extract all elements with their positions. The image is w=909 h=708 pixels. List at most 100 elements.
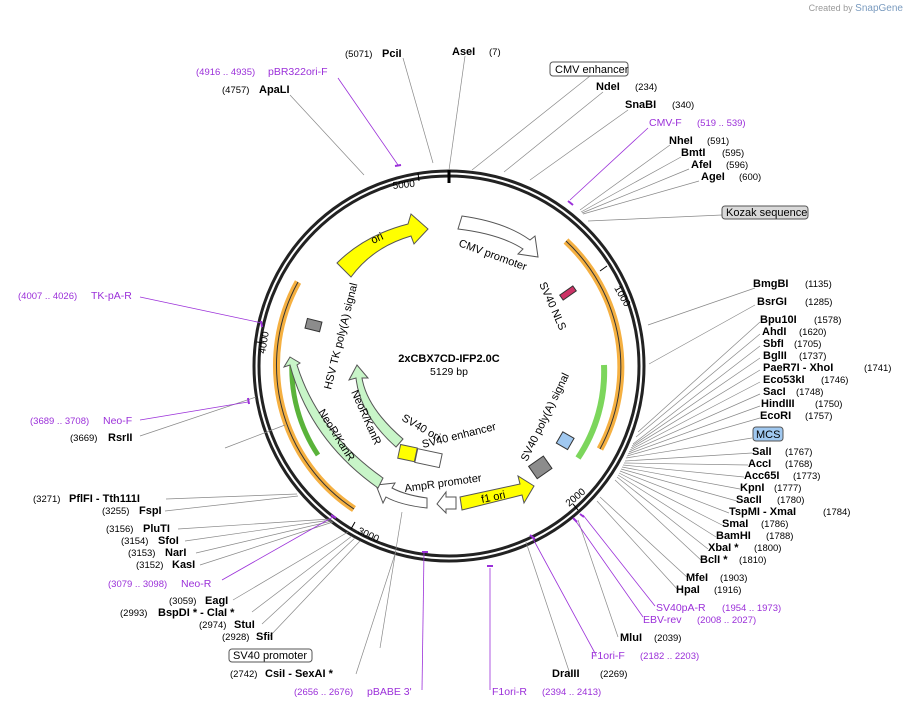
enzyme-sali: SalI — [752, 446, 772, 458]
svg-text:(7): (7) — [489, 47, 501, 58]
enzyme-pluti: PluTI — [143, 523, 170, 535]
svg-text:(1768): (1768) — [785, 459, 812, 470]
svg-text:(3154): (3154) — [121, 536, 148, 547]
enzyme-rsrii: RsrII — [108, 432, 132, 444]
enzyme-sacii: SacII — [736, 494, 762, 506]
enzyme-sbfi: SbfI — [763, 338, 784, 350]
svg-text:(1773): (1773) — [793, 471, 820, 482]
snapgene-credit: Created by SnapGene — [808, 3, 903, 14]
enzyme-hindiii: HindIII — [761, 398, 795, 410]
feature-label-sv40-promoter: SV40 promoter — [228, 648, 313, 663]
enzyme-afei: AfeI — [691, 159, 712, 171]
svg-text:(4916 .. 4935): (4916 .. 4935) — [196, 67, 255, 78]
svg-text:(2182 .. 2203): (2182 .. 2203) — [640, 651, 699, 662]
enzyme-bglii: BglII — [763, 350, 787, 362]
svg-text:(595): (595) — [722, 148, 744, 159]
enzyme-eco53ki: Eco53kI — [763, 374, 805, 386]
enzyme-csii-sexai: CsiI - SexAI * — [265, 668, 334, 680]
svg-text:(3152): (3152) — [136, 560, 163, 571]
feature-label-mcs: MCS — [752, 426, 784, 442]
enzyme-mfei: MfeI — [686, 572, 708, 584]
enzyme-bmgbi: BmgBI — [753, 278, 788, 290]
snapgene-logo: SnapGene — [855, 3, 903, 14]
svg-text:(1578): (1578) — [814, 315, 841, 326]
enzyme-apali: ApaLI — [259, 84, 290, 96]
sv40-ori-feature — [397, 443, 418, 463]
enzyme-ecori: EcoRI — [760, 410, 791, 422]
enzyme-bamhi: BamHI — [716, 530, 751, 542]
sv40-enhancer-feature — [414, 448, 443, 469]
orange-feature-cds-line — [565, 240, 622, 450]
svg-text:MCS: MCS — [756, 429, 780, 441]
primer-f1ori-r: F1ori-R — [492, 686, 527, 698]
plasmid-size: 5129 bp — [430, 366, 468, 378]
svg-text:(4757): (4757) — [222, 85, 249, 96]
primer-leader-lines — [139, 77, 656, 691]
svg-text:(2039): (2039) — [654, 633, 681, 644]
enzyme-stui: StuI — [234, 619, 255, 631]
svg-text:(1620): (1620) — [799, 327, 826, 338]
enzyme-ahdi: AhdI — [762, 326, 786, 338]
enzyme-kpni: KpnI — [740, 482, 764, 494]
enzyme-pcii: PciI — [382, 48, 402, 60]
enzyme-draiii: DraIII — [552, 668, 580, 680]
enzyme-agei: AgeI — [701, 171, 725, 183]
feature-label-cmv-enhancer: CMV enhancer — [549, 61, 629, 77]
svg-text:4000: 4000 — [257, 330, 272, 354]
svg-text:(4007 .. 4026): (4007 .. 4026) — [18, 291, 77, 302]
enzyme-hpai: HpaI — [676, 584, 700, 596]
cmv-promoter-feature — [457, 215, 539, 258]
primer-sv40pa-r: SV40pA-R — [656, 602, 706, 614]
svg-text:(600): (600) — [739, 172, 761, 183]
enzyme-nhei: NheI — [669, 135, 693, 147]
svg-text:(5071): (5071) — [345, 49, 372, 60]
svg-text:(1748): (1748) — [796, 387, 823, 398]
tick-4000: 4000 — [256, 330, 272, 355]
sv40-polya-label: SV40 poly(A) signal — [519, 371, 572, 463]
primer-cmv-f: CMV-F — [649, 117, 682, 129]
svg-text:(591): (591) — [707, 136, 729, 147]
svg-text:(2008 .. 2027): (2008 .. 2027) — [697, 615, 756, 626]
neokan-inner-feature — [348, 364, 404, 448]
ampr-promoter-feature — [436, 490, 457, 515]
primer-ebv-rev: EBV-rev — [643, 614, 682, 626]
primer-neo-f: Neo-F — [103, 415, 132, 427]
svg-text:(1741): (1741) — [864, 363, 891, 374]
svg-text:(1800): (1800) — [754, 543, 781, 554]
primer-pbr322ori-f: pBR322ori-F — [268, 66, 328, 78]
svg-text:(1777): (1777) — [774, 483, 801, 494]
orange-feature-left-line — [275, 281, 355, 510]
svg-text:(3079 .. 3098): (3079 .. 3098) — [108, 579, 167, 590]
green-feature-right — [575, 364, 608, 460]
ampr-arrow-feature — [375, 482, 428, 509]
svg-text:(1954 .. 1973): (1954 .. 1973) — [722, 603, 781, 614]
enzyme-paer7i-xhoi: PaeR7I - XhoI — [763, 362, 833, 374]
svg-text:(1737): (1737) — [799, 351, 826, 362]
enzyme-bpu10i: Bpu10I — [760, 314, 797, 326]
ampr-promoter-label: AmpR promoter — [404, 472, 483, 495]
enzyme-sfii: SfiI — [256, 631, 273, 643]
svg-text:(519 .. 539): (519 .. 539) — [697, 118, 746, 129]
svg-text:(1757): (1757) — [805, 411, 832, 422]
sv40-nls-feature — [559, 285, 577, 301]
svg-text:(1784): (1784) — [823, 507, 850, 518]
sv40-nls-label: SV40 NLS — [536, 280, 568, 332]
neokan-outer-feature — [282, 356, 384, 489]
svg-text:(2394 .. 2413): (2394 .. 2413) — [542, 687, 601, 698]
enzyme-tspmi-xmai: TspMI - XmaI — [729, 506, 796, 518]
svg-text:(3689 .. 3708): (3689 .. 3708) — [30, 416, 89, 427]
enzyme-fspi: FspI — [139, 505, 162, 517]
hsv-tk-polya-feature — [304, 317, 323, 333]
svg-text:(2656 .. 2676): (2656 .. 2676) — [294, 687, 353, 698]
leader-lines — [139, 55, 761, 675]
feature-label-kozak: Kozak sequence — [721, 205, 809, 220]
svg-text:5000: 5000 — [392, 179, 416, 192]
f1-ori-label: f1 ori — [480, 489, 506, 506]
enzyme-saci: SacI — [763, 386, 786, 398]
svg-text:(3255): (3255) — [102, 506, 129, 517]
enzyme-bmti: BmtI — [681, 147, 705, 159]
svg-text:(3156): (3156) — [106, 524, 133, 535]
svg-text:(340): (340) — [672, 100, 694, 111]
svg-text:(2974): (2974) — [199, 620, 226, 631]
